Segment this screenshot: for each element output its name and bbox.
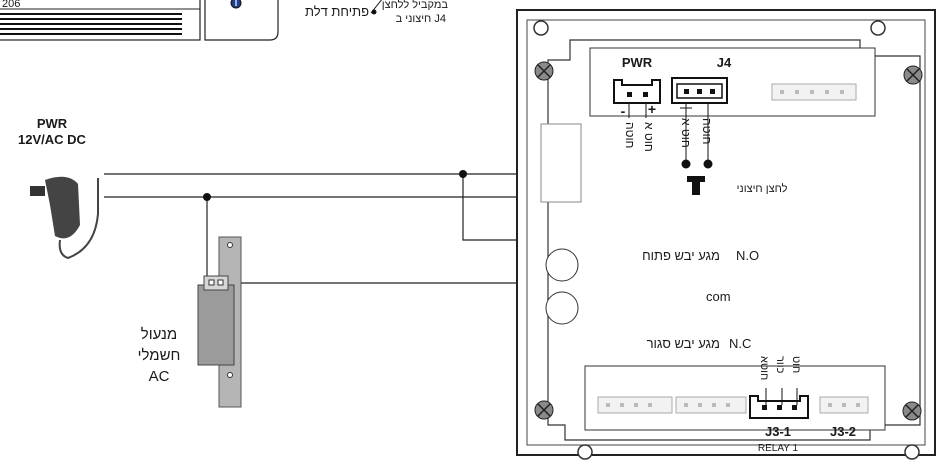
j4-header-label: J4: [717, 55, 732, 70]
relay-no-label: N.O: [736, 248, 759, 263]
parallel-note-line1: במקביל ללחצן: [382, 0, 449, 11]
j3-1-connector: [749, 388, 809, 419]
pwr-wire-a-label: חוטה: [623, 122, 637, 148]
relay-no-desc-label: מגע יבש פתוח: [642, 248, 720, 263]
intercom-unit-fragment: [0, 0, 279, 41]
pwr-label: PWR: [37, 116, 68, 131]
lock-label-line2: חשמלי: [138, 347, 181, 364]
j4-wire-a-label: חוט א: [679, 118, 693, 148]
j4-connector: [671, 77, 728, 195]
electric-lock-icon: [197, 236, 242, 408]
pwr-minus-label: -: [621, 103, 626, 119]
pwr-header-label: PWR: [622, 55, 653, 70]
external-button-icon: [687, 176, 705, 182]
relay-com-label: com: [706, 289, 731, 304]
relay-nc-desc-label: מגע יבש סגור: [647, 336, 720, 351]
lock-label-line1: מנעול: [141, 326, 177, 343]
j3-2-label: J3-2: [830, 424, 856, 439]
relay-nc-label: N.C: [729, 336, 751, 351]
device-number: 206: [2, 0, 20, 10]
power-adapter-icon: [30, 176, 99, 260]
pwr-wire-b-label: חוט א: [642, 122, 656, 152]
pwr-voltage-label: 12V/AC DC: [18, 132, 87, 147]
j3-1-label: J3-1: [765, 424, 791, 439]
lock-label-line3: AC: [149, 368, 170, 385]
j3-wire-a-label: חוטא: [758, 356, 770, 380]
controller-enclosure: [516, 9, 936, 460]
external-button-label: לחצן חיצוני: [737, 182, 788, 195]
door-open-label: פתיחת דלת: [305, 4, 369, 19]
j3-wire-b-label: כוור: [774, 356, 786, 374]
relay-1-label: RELAY 1: [758, 443, 799, 454]
pwr-plus-label: +: [648, 101, 656, 117]
parallel-note-line2: חיצוני ב J4: [396, 13, 446, 25]
pwr-connector: [613, 79, 661, 118]
j4-wire-b-label: חוטה: [700, 118, 714, 144]
j3-wire-c-label: חוט: [790, 356, 802, 373]
